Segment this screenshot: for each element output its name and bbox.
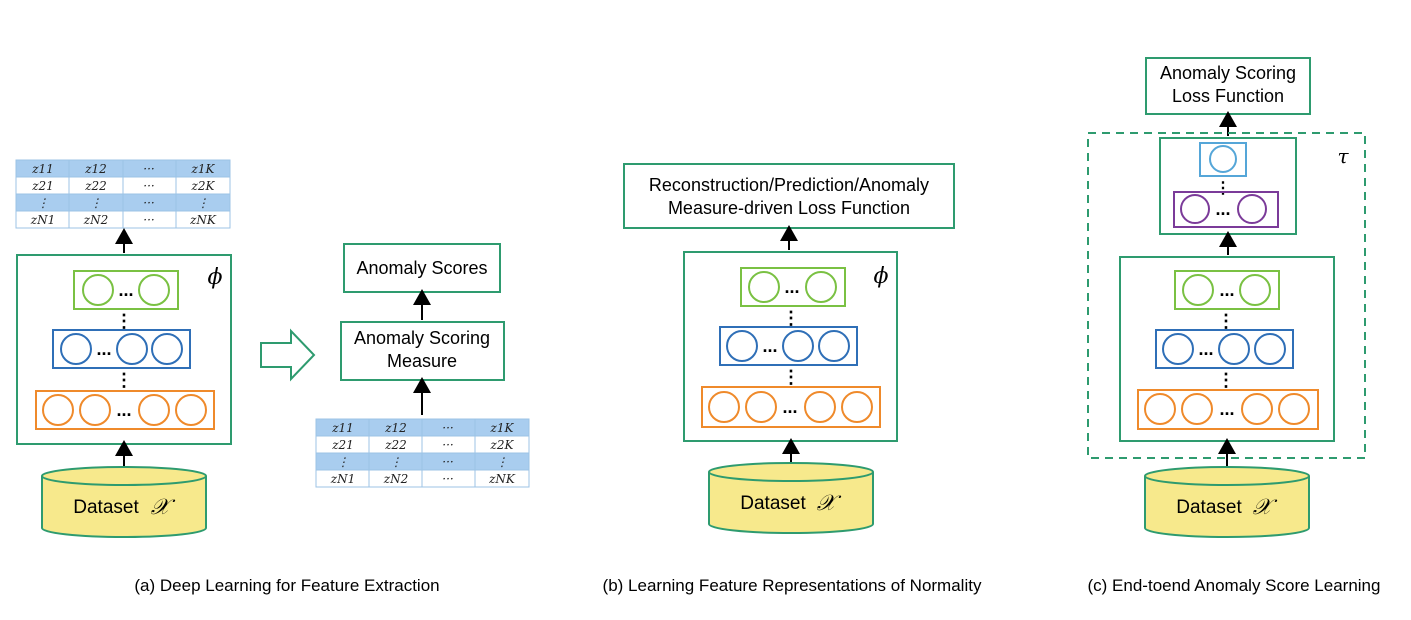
table-cell: ⋮ — [337, 455, 349, 469]
table-cell: ··· — [143, 179, 154, 193]
block-arrow — [260, 328, 316, 382]
loss-line1: Reconstruction/Prediction/Anomaly — [649, 175, 929, 195]
ellipsis: ... — [782, 397, 797, 417]
panel-b: Reconstruction/Prediction/Anomaly Measur… — [603, 163, 982, 595]
table-cell: z2K — [191, 179, 216, 193]
ellipsis: ... — [118, 280, 133, 300]
end-to-end-container — [1087, 132, 1366, 459]
table-cell: zN2 — [83, 213, 108, 227]
blue-layer — [719, 326, 858, 366]
network-box-b: ϕ ... ⋮ ... ⋮ ... — [683, 251, 898, 442]
vdots: ⋮ — [1215, 180, 1231, 197]
table-cell: ··· — [442, 421, 453, 435]
scoring-head-box: ⋮ ... — [1159, 137, 1297, 235]
dataset-label: Dataset — [740, 493, 806, 514]
panel-c: Anomaly Scoring Loss Function τ ⋮ ... ..… — [1087, 57, 1381, 595]
blue-layer — [52, 329, 191, 369]
network-box-c: ... ⋮ ... ⋮ ... — [1119, 256, 1335, 442]
table-cell: ⋮ — [390, 455, 402, 469]
table-cell: zN2 — [383, 472, 408, 486]
ellipsis: ... — [116, 400, 131, 420]
table-cell: ··· — [442, 455, 453, 469]
table-cell: ··· — [442, 438, 453, 452]
loss-line2: Loss Function — [1172, 86, 1284, 106]
dataset-label: Dataset — [1176, 497, 1242, 518]
anomaly-scores-box — [343, 243, 501, 293]
ellipsis: ... — [784, 277, 799, 297]
table-cell: z2K — [490, 438, 515, 452]
table-cell: ··· — [143, 213, 154, 227]
table-cell: ⋮ — [37, 196, 49, 210]
table-cell: z21 — [31, 179, 54, 193]
table-cell: zNK — [488, 472, 516, 486]
scoring-measure-line1: Anomaly Scoring — [354, 328, 490, 348]
tau-symbol: τ — [1337, 144, 1349, 168]
caption-b: (b) Learning Feature Representations of … — [603, 576, 982, 595]
ellipsis: ... — [762, 336, 777, 356]
network-box-a: ϕ ... ⋮ ... ⋮ ... — [16, 254, 232, 445]
green-layer — [740, 267, 846, 307]
blue-layer — [1155, 329, 1294, 369]
scoring-measure-line2: Measure — [387, 351, 457, 371]
table-cell: ⋮ — [197, 196, 209, 210]
vdots: ⋮ — [115, 311, 133, 331]
dataset-cylinder-b: Dataset 𝒳 — [708, 462, 874, 534]
green-layer — [73, 270, 179, 310]
panel-a: z11 z12 ··· z1K z21 z22 ··· z2K ⋮ ⋮ ··· … — [15, 159, 530, 595]
feature-table-bottom: z11 z12 ··· z1K z21 z22 ··· z2K ⋮ ⋮ ··· … — [315, 418, 530, 488]
table-cell: zNK — [189, 213, 217, 227]
scoring-measure-box — [340, 321, 505, 381]
green-layer — [1174, 270, 1280, 310]
table-cell: z22 — [84, 179, 107, 193]
table-cell: ··· — [143, 162, 154, 176]
table-cell: z11 — [31, 162, 54, 176]
orange-layer — [701, 386, 881, 428]
table-cell: zN1 — [330, 472, 355, 486]
vdots: ⋮ — [115, 370, 133, 390]
loss-box-b — [623, 163, 955, 229]
table-cell: z12 — [384, 421, 407, 435]
caption-a: (a) Deep Learning for Feature Extraction — [134, 576, 439, 595]
table-cell: z11 — [331, 421, 354, 435]
feature-table-top: z11 z12 ··· z1K z21 z22 ··· z2K ⋮ ⋮ ··· … — [15, 159, 231, 229]
vdots: ⋮ — [1217, 370, 1235, 390]
phi-symbol: ϕ — [874, 264, 889, 289]
table-cell: ··· — [143, 196, 154, 210]
orange-layer — [1137, 389, 1319, 430]
table-cell: z22 — [384, 438, 407, 452]
output-layer — [1199, 142, 1247, 177]
ellipsis: ... — [96, 339, 111, 359]
vdots: ⋮ — [782, 308, 800, 328]
table-cell: z12 — [84, 162, 107, 176]
table-cell: z1K — [490, 421, 515, 435]
table-cell: ⋮ — [90, 196, 102, 210]
phi-symbol: ϕ — [208, 265, 223, 290]
purple-layer — [1173, 191, 1279, 228]
dataset-cylinder-a: Dataset 𝒳 — [41, 466, 207, 538]
ellipsis: ... — [1198, 339, 1213, 359]
caption-c: (c) End-toend Anomaly Score Learning — [1088, 576, 1381, 595]
table-cell: ⋮ — [496, 455, 508, 469]
loss-line2: Measure-driven Loss Function — [668, 198, 910, 218]
anomaly-scores-label: Anomaly Scores — [356, 258, 487, 278]
table-cell: zN1 — [30, 213, 55, 227]
table-cell: z1K — [191, 162, 216, 176]
dataset-cylinder-c: Dataset 𝒳 — [1144, 466, 1310, 538]
vdots: ⋮ — [1217, 311, 1235, 331]
table-cell: z21 — [331, 438, 354, 452]
table-cell: ··· — [442, 472, 453, 486]
loss-line1: Anomaly Scoring — [1160, 63, 1296, 83]
orange-layer — [35, 390, 215, 430]
ellipsis: ... — [1215, 199, 1230, 219]
ellipsis: ... — [1219, 280, 1234, 300]
ellipsis: ... — [1219, 399, 1234, 419]
vdots: ⋮ — [782, 367, 800, 387]
dataset-label: Dataset — [73, 497, 139, 518]
